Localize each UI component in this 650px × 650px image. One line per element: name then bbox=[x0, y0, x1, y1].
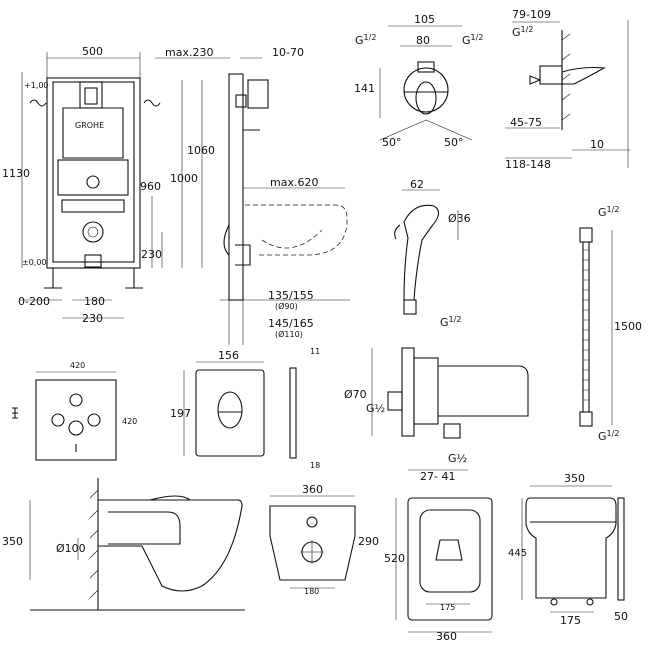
seat-top-360-label: 360 bbox=[436, 630, 457, 643]
button-height-label: 197 bbox=[170, 407, 191, 420]
mixer-d10-label: 10 bbox=[590, 138, 604, 151]
installation-frame-front: 500 GROHE +1,00 ±0,00 1130 960 230 1000 … bbox=[2, 45, 215, 325]
button-d18-label: 18 bbox=[310, 461, 320, 470]
seat-front: 350 445 175 50 bbox=[508, 472, 628, 627]
brand-logo: GROHE bbox=[75, 121, 104, 130]
toilet-top-d180-label: 180 bbox=[304, 587, 319, 596]
connector-d70-label: Ø70 bbox=[344, 388, 367, 401]
pipe-d110-label: (Ø110) bbox=[275, 329, 303, 339]
hose-length-label: 1500 bbox=[614, 320, 642, 333]
pipe-135-155-label: 135/155 bbox=[268, 289, 314, 302]
seat-top: 520 175 360 bbox=[384, 497, 493, 643]
hose-g-top-label: G1/2 bbox=[598, 205, 619, 219]
connector-g-bottom-label: G½ bbox=[448, 452, 467, 465]
frame-width-label: 500 bbox=[82, 45, 103, 58]
installation-frame-side: max.230 10-70 max.620 135/155 (Ø90) 145/… bbox=[155, 46, 350, 345]
width-180-label: 180 bbox=[84, 295, 105, 308]
level-zero-label: ±0,00 bbox=[22, 258, 47, 267]
seat-top-height-label: 520 bbox=[384, 552, 405, 565]
frame-h230-label: 230 bbox=[141, 248, 162, 261]
mixer-angle-right-label: 50° bbox=[444, 136, 464, 149]
flush-button: 156 197 11 18 bbox=[170, 347, 320, 470]
seat-front-width-label: 350 bbox=[564, 472, 585, 485]
sound-panel: 420 420 bbox=[12, 361, 137, 461]
pipe-145-165-label: 145/165 bbox=[268, 317, 314, 330]
mixer-g-left-label: G1/2 bbox=[355, 33, 376, 47]
shower-hose: G1/2 1500 G1/2 bbox=[579, 205, 642, 443]
mixer-angle-left-label: 50° bbox=[382, 136, 402, 149]
seat-front-175-label: 175 bbox=[560, 614, 581, 627]
mixer-h141-label: 141 bbox=[354, 82, 375, 95]
seat-front-50-label: 50 bbox=[614, 610, 628, 623]
mixer-side: 79-109 G1/2 45-75 118-148 10 bbox=[505, 8, 630, 171]
hygienic-shower: 62 Ø36 G1/2 bbox=[394, 178, 471, 329]
toilet-side: 350 Ø100 bbox=[2, 478, 245, 611]
connector-27-41-label: 27- 41 bbox=[420, 470, 455, 483]
mixer-g-right-label: G1/2 bbox=[462, 33, 483, 47]
button-width-label: 156 bbox=[218, 349, 239, 362]
toilet-d100-label: Ø100 bbox=[56, 542, 86, 555]
width-230-label: 230 bbox=[82, 312, 103, 325]
shower-connector: Ø70 G½ G½ 27- 41 bbox=[344, 347, 529, 483]
level-top-label: +1,00 bbox=[24, 81, 49, 90]
seat-top-175-label: 175 bbox=[440, 603, 455, 612]
shower-g-label: G1/2 bbox=[440, 315, 461, 329]
frame-height-label: 1130 bbox=[2, 167, 30, 180]
toilet-top-height-label: 290 bbox=[358, 535, 379, 548]
frame-h1060-label: 1060 bbox=[187, 144, 215, 157]
shower-d36-label: Ø36 bbox=[448, 212, 471, 225]
pipe-d90-label: (Ø90) bbox=[275, 301, 298, 311]
toilet-h350-label: 350 bbox=[2, 535, 23, 548]
button-d11-label: 11 bbox=[310, 347, 320, 356]
seat-front-height-label: 445 bbox=[508, 548, 527, 559]
connector-g-left-label: G½ bbox=[366, 402, 385, 415]
panel-width-label: 420 bbox=[70, 361, 85, 370]
depth-range-label: 10-70 bbox=[272, 46, 304, 59]
toilet-top: 360 290 180 bbox=[269, 483, 379, 596]
mixer-118-148-label: 118-148 bbox=[505, 158, 551, 171]
panel-height-label: 420 bbox=[122, 417, 137, 426]
mixer-79-109-label: 79-109 bbox=[512, 8, 551, 21]
max-depth-label: max.230 bbox=[165, 46, 213, 59]
hose-g-bottom-label: G1/2 bbox=[598, 429, 619, 443]
shower-w62-label: 62 bbox=[410, 178, 424, 191]
mixer-w105-label: 105 bbox=[414, 13, 435, 26]
mixer-front: 105 80 G1/2 G1/2 141 50° 50° bbox=[354, 13, 483, 149]
toilet-top-width-label: 360 bbox=[302, 483, 323, 496]
mixer-w80-label: 80 bbox=[416, 34, 430, 47]
max-620-label: max.620 bbox=[270, 176, 318, 189]
frame-h960-label: 960 bbox=[140, 180, 161, 193]
frame-h1000-label: 1000 bbox=[170, 172, 198, 185]
mixer-side-g-label: G1/2 bbox=[512, 25, 533, 39]
mixer-45-75-label: 45-75 bbox=[510, 116, 542, 129]
range-0-200-label: 0-200 bbox=[18, 295, 50, 308]
